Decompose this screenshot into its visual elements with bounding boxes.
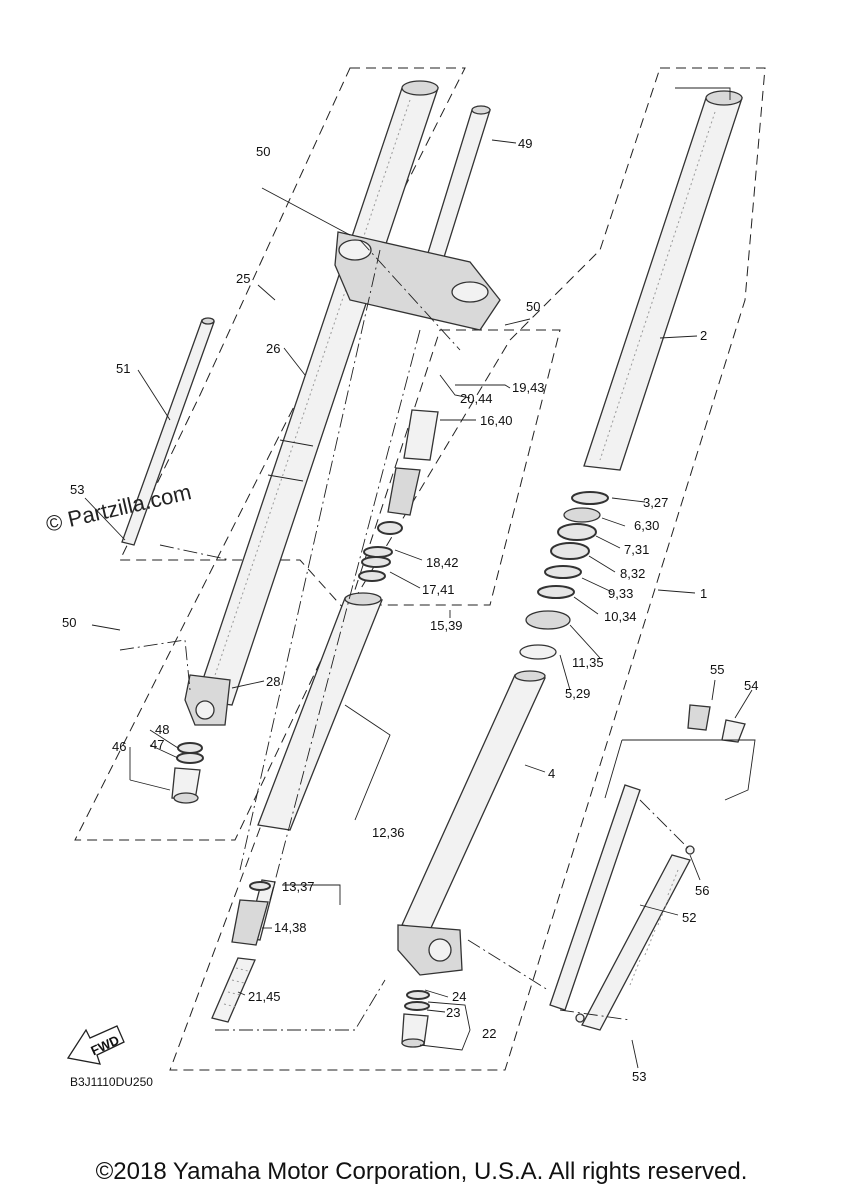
callout-10-34: 10,34 <box>604 609 637 624</box>
axle-bracket-28 <box>184 674 231 726</box>
callout-53b: 53 <box>632 1069 646 1084</box>
callout-51: 51 <box>116 361 130 376</box>
callout-52: 52 <box>682 910 696 925</box>
callout-9-33: 9,33 <box>608 586 633 601</box>
callout-5-29: 5,29 <box>565 686 590 701</box>
cartridge-parts-16-20 <box>358 409 439 582</box>
copyright-footer: ©2018 Yamaha Motor Corporation, U.S.A. A… <box>95 1158 748 1185</box>
tube-51 <box>121 317 215 546</box>
callout-46: 46 <box>112 739 126 754</box>
callout-50b: 50 <box>526 299 540 314</box>
guard-52 <box>549 784 691 1031</box>
leader-lines <box>84 87 756 1069</box>
parts-46-48 <box>171 742 204 804</box>
callout-26: 26 <box>266 341 280 356</box>
callout-49: 49 <box>518 136 532 151</box>
callout-labels: 50 49 50 25 26 51 53 50 28 48 47 46 2 3,… <box>62 136 758 1084</box>
callout-15-39: 15,39 <box>430 618 463 633</box>
callout-22: 22 <box>482 1026 496 1041</box>
callout-25: 25 <box>236 271 250 286</box>
callout-17-41: 17,41 <box>422 582 455 597</box>
diagram-code: B3J1110DU250 <box>70 1075 153 1089</box>
callout-6-30: 6,30 <box>634 518 659 533</box>
callout-1: 1 <box>700 586 707 601</box>
callout-12-36: 12,36 <box>372 825 405 840</box>
callout-48: 48 <box>155 722 169 737</box>
fork-clamp <box>334 231 501 331</box>
outer-tube-26 <box>195 80 439 706</box>
callout-24: 24 <box>452 989 466 1004</box>
callout-53a: 53 <box>70 482 84 497</box>
partzilla-watermark: © Partzilla.com <box>44 479 194 537</box>
fwd-arrow-icon: FWD <box>66 1025 125 1065</box>
callout-11-35: 11,35 <box>572 655 604 670</box>
front-fork-exploded-diagram: FWD 50 49 50 25 26 51 53 50 28 48 47 46 … <box>44 67 766 1089</box>
tube-2 <box>583 90 743 471</box>
lower-leg-4 <box>397 670 546 976</box>
callout-4: 4 <box>548 766 555 781</box>
callout-54: 54 <box>744 678 758 693</box>
callout-23: 23 <box>446 1005 460 1020</box>
callout-16-40: 16,40 <box>480 413 513 428</box>
callout-28: 28 <box>266 674 280 689</box>
callout-8-32: 8,32 <box>620 566 645 581</box>
cylinder-12 <box>211 592 383 1023</box>
callout-13-37: 13,37 <box>282 879 315 894</box>
callout-7-31: 7,31 <box>624 542 649 557</box>
callout-47: 47 <box>150 737 164 752</box>
callout-50c: 50 <box>62 615 76 630</box>
dashdot-alignment-lines <box>119 239 691 1031</box>
callout-2: 2 <box>700 328 707 343</box>
callout-21-45: 21,45 <box>248 989 281 1004</box>
parts-22-24 <box>401 990 430 1048</box>
callout-50a: 50 <box>256 144 270 159</box>
parts-54-56 <box>575 704 746 1023</box>
callout-18-42: 18,42 <box>426 555 459 570</box>
callout-14-38: 14,38 <box>274 920 307 935</box>
seal-rings-3-11 <box>519 491 609 660</box>
callout-20-44: 20,44 <box>460 391 493 406</box>
group-outline-15 <box>349 329 561 606</box>
callout-19-43: 19,43 <box>512 380 545 395</box>
group-outline-1 <box>169 67 766 1071</box>
callout-3-27: 3,27 <box>643 495 668 510</box>
callout-56: 56 <box>695 883 709 898</box>
callout-55: 55 <box>710 662 724 677</box>
